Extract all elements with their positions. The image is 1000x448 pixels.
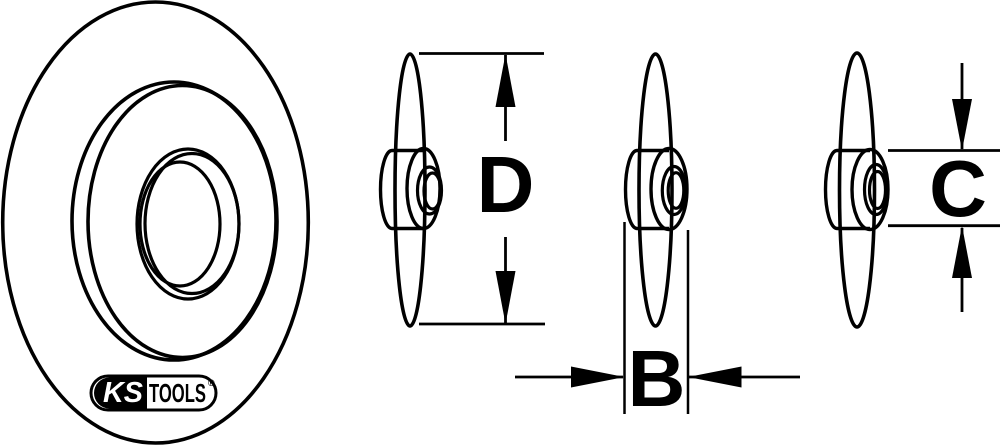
dimension-d-label: D — [477, 140, 535, 229]
logo-ks-text: KS — [103, 377, 144, 409]
wheel-side-view-c — [823, 51, 890, 329]
side3-hub-back-outline — [823, 148, 870, 231]
logo-dark-section — [94, 377, 147, 409]
side2-bore-inner-outline — [666, 171, 686, 210]
dimension-d: D — [419, 52, 545, 326]
dim-d-up-arrow-icon — [495, 54, 516, 107]
side3-bore-inner-outline — [867, 169, 888, 211]
side2-hub-back-outline — [623, 148, 669, 231]
front-disc-outline — [0, 0, 311, 445]
wheel-side-view-d — [378, 52, 444, 328]
wheel-front-view: KS TOOLS ® — [0, 0, 311, 445]
dimension-c-label: C — [929, 144, 987, 233]
side1-bore-inner-outline — [422, 171, 443, 211]
logo-registered-mark: ® — [208, 378, 215, 388]
front-bore-chamfer-outline — [143, 151, 241, 296]
dim-c-up-arrow-icon — [952, 225, 972, 278]
side3-disc-outline — [837, 51, 877, 329]
dimension-c: C — [888, 63, 1000, 312]
dimension-b-label: B — [628, 334, 686, 423]
dim-b-left-arrow-icon — [688, 366, 742, 388]
dim-d-down-arrow-icon — [495, 271, 516, 324]
dimension-b: B — [515, 222, 800, 423]
side3-bore-outer-outline — [862, 162, 890, 217]
side2-bore-outer-outline — [660, 164, 688, 217]
front-hub-back-outline — [70, 80, 278, 362]
logo-tools-text: TOOLS — [149, 378, 206, 408]
ks-tools-logo: KS TOOLS ® — [89, 374, 218, 412]
dim-b-right-arrow-icon — [571, 366, 625, 388]
front-bore-inner-outline — [138, 160, 222, 288]
side1-disc-outline — [393, 52, 427, 328]
front-hub-front-outline — [86, 83, 279, 360]
dim-c-down-arrow-icon — [952, 99, 972, 151]
wheel-side-view-b — [623, 52, 689, 328]
side2-disc-outline — [637, 52, 674, 328]
side1-hub-back-outline — [378, 148, 424, 231]
